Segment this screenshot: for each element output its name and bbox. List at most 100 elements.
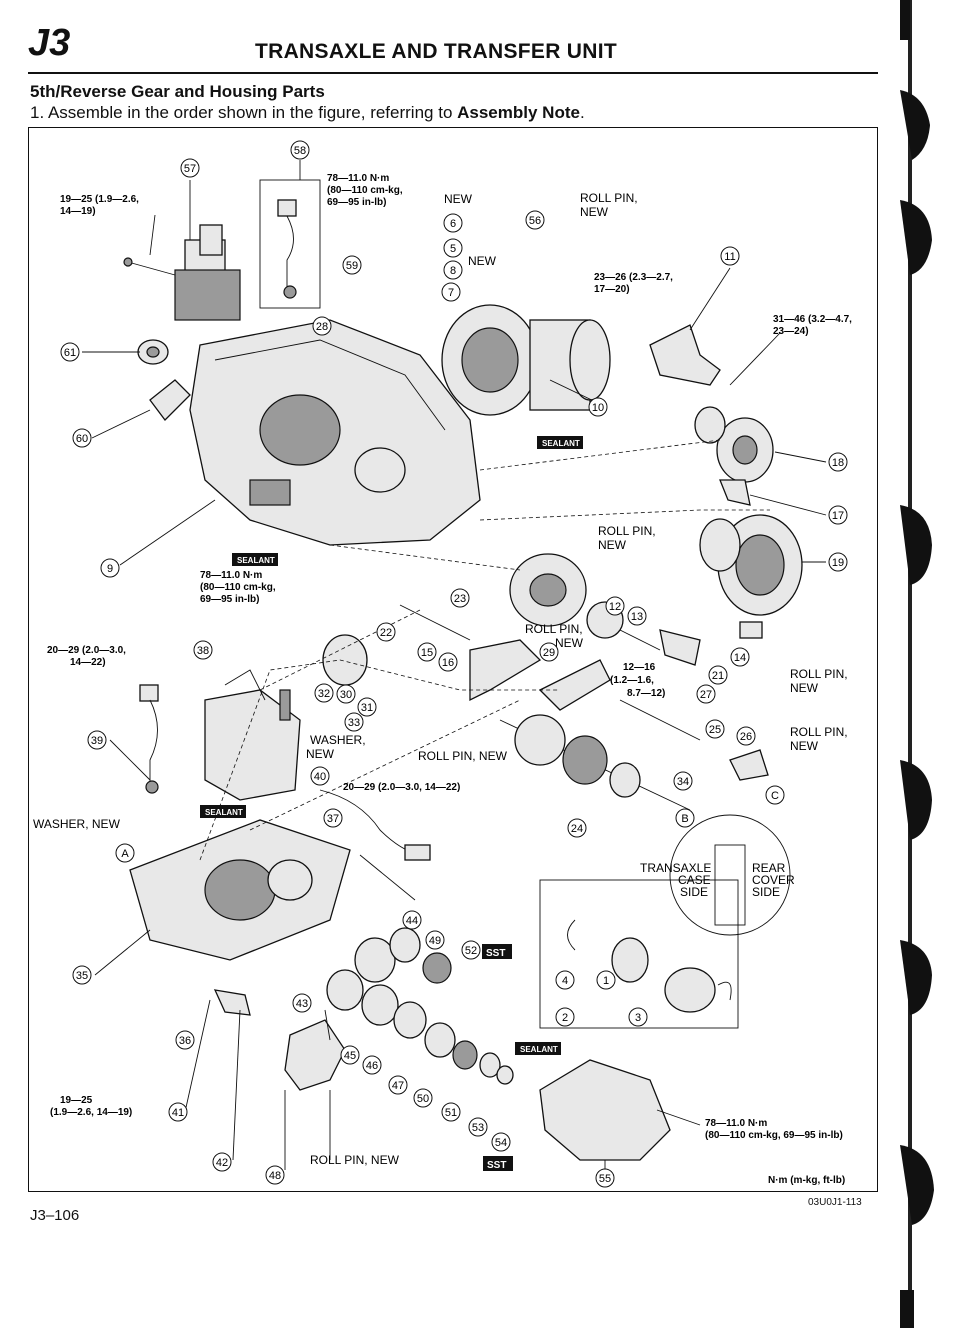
torque-label-23-26: 23—26 (2.3—2.7, 17—20) [594, 272, 673, 295]
callout-4: 4 [555, 970, 575, 990]
callout-label-43: 43 [296, 998, 308, 1010]
assembly-note-ref[interactable]: Assembly Note [457, 103, 580, 122]
callout-60: 60 [72, 428, 92, 448]
callout-label-8: 8 [450, 265, 456, 277]
rear-cover-55 [539, 1059, 671, 1161]
callout-52: 52 [461, 940, 481, 960]
sealant-badge-4: SEALANT [515, 1042, 561, 1055]
gear-18 [694, 406, 774, 483]
sst-badge-2: SST [483, 1156, 513, 1171]
inset-synchro [567, 919, 732, 1013]
svg-text:(1.2—1.6,: (1.2—1.6, [610, 675, 654, 686]
callout-11: 11 [720, 246, 740, 266]
synchro-19 [699, 514, 803, 616]
torque-label-55: 78—11.0 N·m (80—110 cm-kg, 69—95 in-lb) [705, 1118, 843, 1141]
lever-20 [538, 659, 611, 711]
callout-label-39: 39 [91, 735, 103, 747]
differential-10 [441, 304, 611, 416]
callout-label-37: 37 [327, 813, 339, 825]
callout-27: 27 [696, 684, 716, 704]
callout-label-21: 21 [712, 670, 724, 682]
callout-24: 24 [567, 818, 587, 838]
svg-text:NEW: NEW [580, 205, 609, 219]
callout-label-14: 14 [734, 652, 746, 664]
callout-40: 40 [310, 766, 330, 786]
callout-label-A: A [121, 848, 129, 860]
figure-frame [28, 127, 878, 1192]
callout-37: 37 [323, 808, 343, 828]
svg-text:SST: SST [486, 948, 505, 959]
roll-pin-bottom-label: ROLL PIN, NEW [310, 1153, 400, 1167]
svg-text:14—22): 14—22) [70, 657, 106, 668]
callout-8: 8 [443, 260, 463, 280]
svg-text:20—29 (2.0—3.0,: 20—29 (2.0—3.0, [47, 645, 126, 656]
callout-45: 45 [340, 1045, 360, 1065]
callout-25: 25 [705, 719, 725, 739]
instruction-step: 1. Assemble in the order shown in the fi… [30, 103, 585, 123]
svg-text:23—26 (2.3—2.7,: 23—26 (2.3—2.7, [594, 272, 673, 283]
callout-51: 51 [441, 1102, 461, 1122]
callout-42: 42 [212, 1152, 232, 1172]
gear-shaft-23 [509, 553, 661, 651]
callout-label-38: 38 [197, 645, 209, 657]
callout-39: 39 [87, 730, 107, 750]
callout-label-57: 57 [184, 163, 196, 175]
svg-text:8.7—12): 8.7—12) [627, 688, 665, 699]
callout-16: 16 [438, 652, 458, 672]
callout-label-60: 60 [76, 433, 88, 445]
callout-43: 43 [292, 993, 312, 1013]
svg-text:12—16: 12—16 [623, 662, 656, 673]
callout-label-50: 50 [417, 1093, 429, 1105]
sensor-inset-box [259, 179, 321, 309]
document-code: 03U0J1-113 [808, 1197, 862, 1208]
svg-text:SEALANT: SEALANT [520, 1045, 558, 1054]
callout-label-23: 23 [454, 593, 466, 605]
callout-29: 29 [539, 642, 559, 662]
svg-text:19—25 (1.9—2.6,: 19—25 (1.9—2.6, [60, 194, 139, 205]
callout-label-11: 11 [724, 251, 735, 263]
callout-15: 15 [417, 642, 437, 662]
svg-text:19—25: 19—25 [60, 1095, 93, 1106]
svg-text:14—19): 14—19) [60, 206, 96, 217]
shift-actuator [174, 224, 241, 321]
callout-18: 18 [828, 452, 848, 472]
svg-text:SEALANT: SEALANT [542, 439, 580, 448]
svg-text:ROLL PIN,: ROLL PIN, [525, 622, 583, 636]
section-heading: 5th/Reverse Gear and Housing Parts [30, 82, 325, 101]
callout-12: 12 [605, 596, 625, 616]
svg-text:WASHER,: WASHER, [310, 733, 366, 747]
callout-50: 50 [413, 1088, 433, 1108]
binder-edge-graphic [900, 0, 960, 1328]
callout-44: 44 [402, 910, 422, 930]
fork-16 [469, 639, 542, 702]
torque-label-12-16: 12—16 (1.2—1.6, 8.7—12) [610, 662, 665, 699]
roll-pin-label-top: ROLL PIN, NEW [580, 191, 638, 219]
roll-pin-label-mid: ROLL PIN, NEW [598, 524, 656, 552]
callout-label-C: C [771, 790, 779, 802]
inset-circle [669, 814, 791, 936]
header-rule [28, 72, 878, 74]
svg-text:31—46 (3.2—4.7,: 31—46 (3.2—4.7, [773, 314, 852, 325]
callout-label-24: 24 [571, 823, 583, 835]
callout-label-27: 27 [700, 689, 712, 701]
callout-59: 59 [342, 255, 362, 275]
svg-text:78—11.0 N·m: 78—11.0 N·m [705, 1118, 767, 1129]
transaxle-case [189, 319, 481, 546]
callout-label-15: 15 [421, 647, 433, 659]
svg-text:69—95 in-lb): 69—95 in-lb) [327, 197, 386, 208]
svg-text:SEALANT: SEALANT [205, 808, 243, 817]
sealant-badge-2: SEALANT [232, 553, 278, 566]
callout-58: 58 [290, 140, 310, 160]
callout-1: 1 [596, 970, 616, 990]
callout-32: 32 [314, 683, 334, 703]
callout-3: 3 [628, 1007, 648, 1027]
callout-label-25: 25 [709, 724, 721, 736]
callout-label-59: 59 [346, 260, 358, 272]
callout-23: 23 [450, 588, 470, 608]
callout-22: 22 [376, 622, 396, 642]
shift-control-housing [204, 669, 301, 801]
rear-case-35 [129, 819, 351, 961]
callout-label-6: 6 [450, 218, 456, 230]
callout-5: 5 [443, 238, 463, 258]
